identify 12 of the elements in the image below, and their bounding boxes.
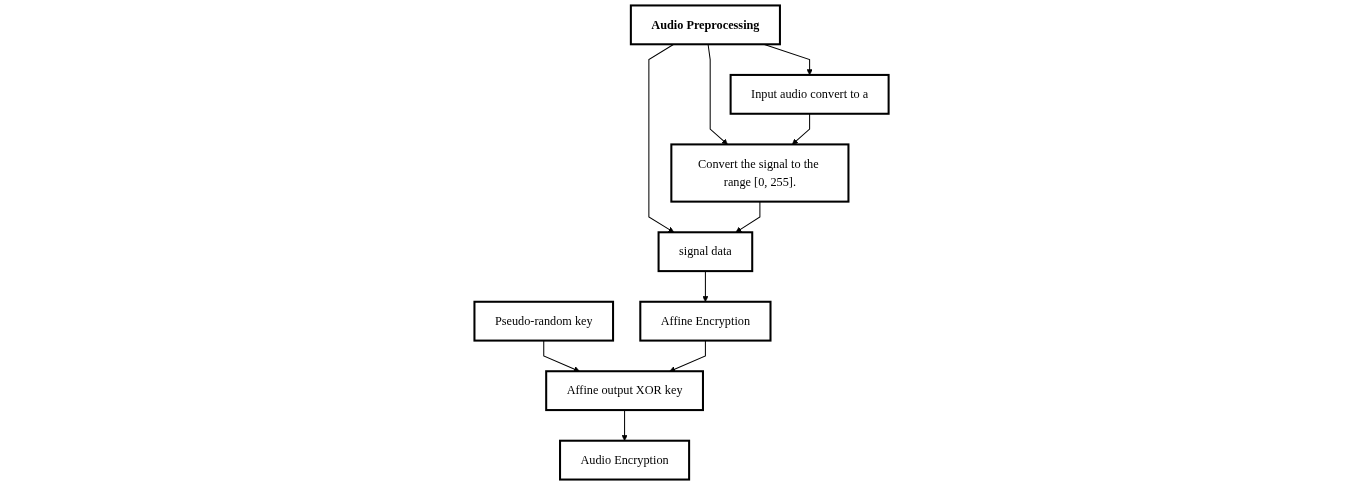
arrow [669, 340, 706, 372]
node-box: signal data [657, 231, 754, 273]
node-box: Input audio convert to a [729, 73, 890, 115]
arrow [735, 201, 761, 233]
arrow [543, 340, 580, 372]
arrow [791, 113, 811, 145]
node-box: Affine Encryption [639, 300, 772, 342]
node-box: Audio Encryption [559, 439, 691, 481]
node-box: Pseudo-random key [473, 300, 615, 342]
node-box: Convert the signal to the range [0, 255]. [670, 143, 850, 203]
node-box: Affine output XOR key [545, 370, 704, 412]
node-box: Audio Preprocessing [629, 4, 781, 46]
